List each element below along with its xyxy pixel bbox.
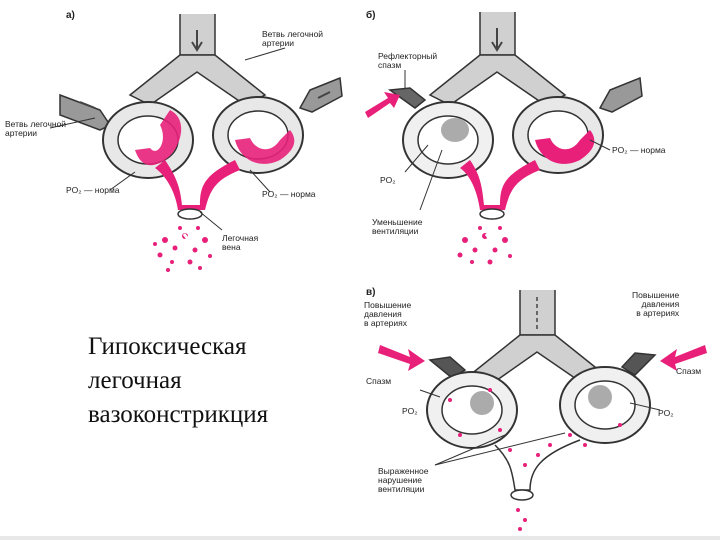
- right-capillary-flow: [235, 130, 295, 164]
- panel-c-letter: в): [366, 287, 376, 298]
- blood-dots-a: [153, 226, 212, 272]
- label-po2-right-c: PO₂: [658, 408, 674, 418]
- label-po2-left-c: PO₂: [402, 406, 418, 416]
- reflex-spasm-arrow: [365, 92, 400, 118]
- artery-bifurcation: [128, 54, 267, 106]
- label-reduced-ventilation: Уменьшение вентиляции: [372, 217, 423, 236]
- panel-a-letter: а): [66, 10, 75, 21]
- panel-c-diagram: [378, 290, 707, 531]
- label-impaired-ventilation: Выраженное нарушение вентиляции: [378, 466, 429, 494]
- pulmonary-vein-a: [155, 160, 240, 210]
- main-title: Гипоксическая легочная вазоконстрикция: [88, 333, 269, 428]
- left-capillary-flow: [135, 110, 182, 166]
- left-side-branch: [59, 93, 112, 131]
- panel-b-diagram: [365, 12, 643, 265]
- label-spasm-left: Спазм: [366, 376, 392, 386]
- label-artery-branch-left: Ветвь легочной артерии: [5, 119, 67, 138]
- label-po2-left-b: PO₂: [380, 175, 396, 185]
- right-side-branch: [298, 76, 343, 113]
- vein-outlet-a: [177, 208, 203, 220]
- label-vein-a: Легочная вена: [222, 233, 259, 252]
- label-artery-branch-top: Ветвь легочной артерии: [262, 29, 324, 48]
- label-spasm-right: Спазм: [676, 366, 702, 376]
- panel-a: а): [0, 0, 360, 280]
- panel-a-diagram: [49, 14, 343, 272]
- panel-c: в) Повышение давления в артериях Повышен…: [360, 285, 720, 535]
- label-reflex-spasm: Рефлекторный спазм: [378, 51, 438, 70]
- panel-b: б) Рефлекторный спазм PO₂ — норма PO₂ Ум…: [360, 0, 720, 280]
- spasm-arrow-left: [378, 345, 425, 371]
- label-po2-right-b: PO₂ — норма: [612, 145, 666, 155]
- bottom-bar: [0, 536, 720, 540]
- label-pressure-left: Повышение давления в артериях: [364, 300, 412, 328]
- label-po2-right-a: PO₂ — норма: [262, 189, 316, 199]
- label-po2-left-a: PO₂ — норма: [66, 185, 120, 195]
- spasm-arrow-right: [660, 345, 707, 371]
- panel-b-letter: б): [366, 10, 376, 21]
- label-pressure-right: Повышение давления в артериях: [632, 290, 680, 318]
